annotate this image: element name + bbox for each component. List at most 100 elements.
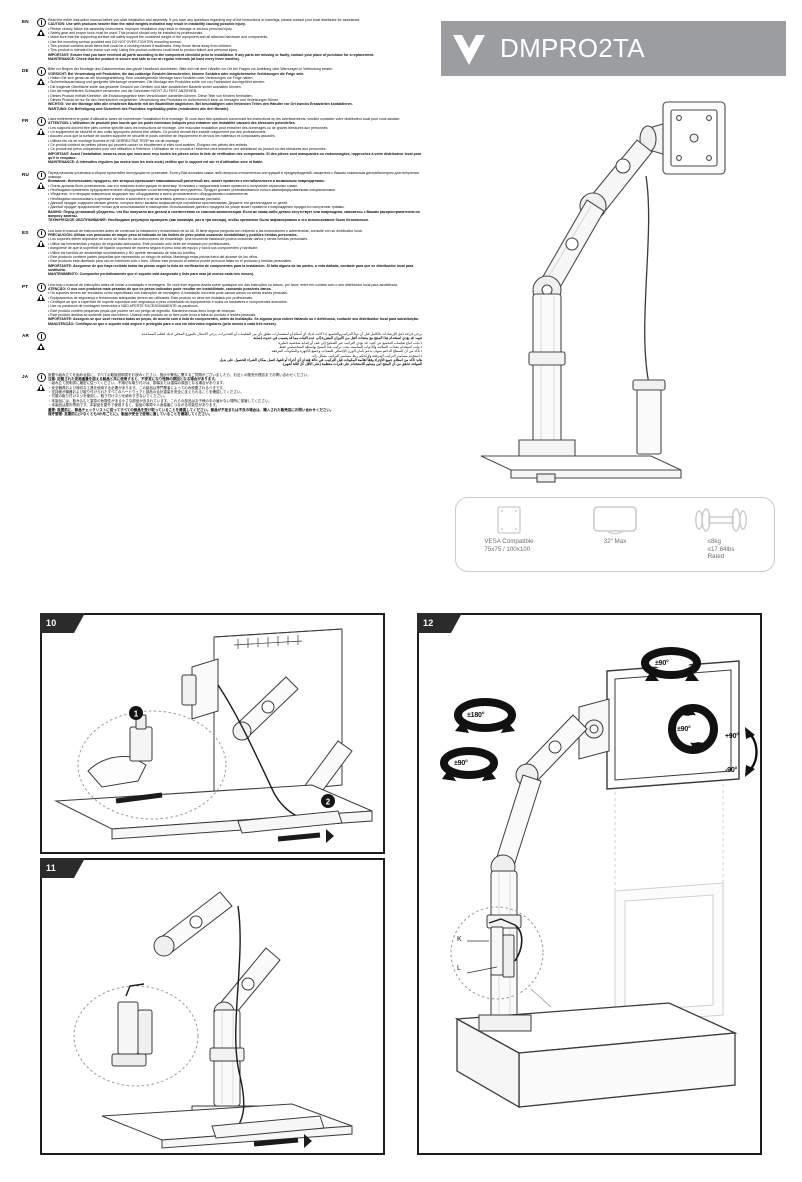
- warning-icons-pt: [37, 282, 48, 303]
- info-icon: [37, 67, 46, 77]
- line: Leia todo o manual de instruções antes d…: [48, 282, 398, 287]
- line: • Asegúrese de que la superficie de fija…: [48, 246, 259, 251]
- line: Перед началом установки и сборки прочита…: [48, 170, 419, 179]
- spec-weight: ≤8kg ≤17.64lbs Rated: [668, 498, 774, 571]
- line: • This product is intended for indoor us…: [48, 48, 238, 53]
- line: 注意: 記載された定格重量を超える製品と共に使用すると、不安定になり怪我の原因と…: [48, 377, 218, 382]
- line: • يجب اتباع تعليمات التجميع عن كثب. قد ي…: [277, 340, 422, 345]
- language-block-en: EN Read the entire instruction manual be…: [22, 18, 422, 61]
- language-code-de: DE: [22, 68, 29, 74]
- line: • Die tragende Oberfläche sollte das ges…: [48, 84, 242, 89]
- dumbbell-weight-icon: [693, 505, 749, 535]
- language-text-ru: Перед началом установки и сборки прочита…: [48, 171, 422, 223]
- line: • استخدم مسامير التركيب المرفقة ولا تُحك…: [311, 353, 422, 358]
- line: • Utilice los tornillos de ensamblaje su…: [48, 250, 197, 255]
- warning-icons-de: [37, 67, 48, 87]
- line: • Dieses Produkt ist nur für den Innenbe…: [48, 97, 280, 102]
- line: Lisez entièrement le guide d'utilisateur…: [48, 116, 401, 121]
- line: • Este produto destina-se somente para u…: [48, 312, 257, 317]
- line: MANTENIMIENTO: Compruebe periódicamente …: [48, 272, 255, 277]
- line: • Необходимо применять предохранительное…: [48, 188, 336, 193]
- line: • Les supports doivent être pliés comme …: [48, 125, 329, 130]
- warning-icons-en: [37, 18, 48, 38]
- language-block-de: DE Bitte vor Beginn der Montage und Zusa…: [22, 67, 422, 111]
- line: • Os suportes devem ser enrolados como e…: [48, 291, 289, 296]
- language-text-pt: Leia todo o manual de instruções antes d…: [48, 283, 422, 326]
- svg-text:1: 1: [134, 710, 139, 719]
- line: • Este producto está diseñado para uso e…: [48, 259, 292, 264]
- screen-rotate-arrow: [668, 704, 718, 754]
- callout-2: 2: [321, 794, 335, 808]
- monitor-icon: [592, 505, 638, 535]
- info-icon: [37, 228, 46, 238]
- language-block-ar: AR يرجى قراءة دليل الإرشادات بالكامل قبل…: [22, 332, 422, 367]
- line: • Данный продукт предназначен только для…: [48, 205, 345, 210]
- language-block-ru: RU Перед началом установки и сборки проч…: [22, 170, 422, 223]
- part-label-l: L: [457, 965, 461, 972]
- line: • This product contains small items that…: [48, 44, 232, 49]
- callout-1: 1: [129, 706, 143, 720]
- line: • Halten Sie sich genau an die Montagean…: [48, 76, 254, 81]
- line: • Очень должны быть установлены, как это…: [48, 183, 298, 188]
- warning-triangle-icon: [37, 78, 45, 86]
- line: ・本製品は屋内専用です。本製品を屋外で使用すると、製品の故障や人身傷害につながる…: [48, 403, 220, 408]
- warning-triangle-icon: [37, 127, 45, 135]
- tilt-up-angle-label: +90°: [725, 733, 739, 740]
- warning-icons-ar: [37, 332, 48, 352]
- step-10-illustration: 1 2: [42, 615, 383, 852]
- line: • Este produto contém pequenas peças que…: [48, 308, 236, 313]
- swivel-arrow: [454, 698, 516, 733]
- line: • Utilice las herramientas y equipo de s…: [48, 241, 231, 246]
- warning-triangle-icon: [37, 293, 45, 301]
- warning-triangle-icon: [37, 343, 45, 350]
- line: • Un équipement de sécurité et des outil…: [48, 129, 267, 134]
- product-model-title: DMPRO2TA: [500, 33, 645, 63]
- tilt-bracket-arrow: [745, 727, 758, 777]
- info-icon: [37, 332, 46, 341]
- arm-rotate-arrow: [440, 747, 498, 781]
- line: WICHTIG: Vor der Montage bitte alle erha…: [48, 102, 353, 107]
- vesa-plate-icon: [494, 505, 524, 535]
- line: Внимание: Использовать продукты, вес кот…: [48, 179, 325, 184]
- line: • تأكد من أن السطح الداعم سوف يدعم بأمان…: [270, 349, 422, 354]
- line: MAINTENANCE: À intervalles réguliers (au…: [48, 160, 264, 165]
- line: • Make sure that the supporting surface …: [48, 35, 269, 40]
- line: • Assurez-vous que la surface de soutien…: [48, 134, 276, 139]
- warning-icons-ja: [37, 372, 48, 393]
- info-icon: [37, 170, 46, 180]
- step-panel-12: 12: [417, 613, 762, 1155]
- language-code-fr: FR: [22, 117, 29, 123]
- chevron-v-logo-icon: [447, 27, 491, 71]
- line: MAINTENANCE: Check that the product is s…: [48, 57, 240, 62]
- step-number-badge-10: 10: [40, 613, 85, 633]
- info-icon: [37, 18, 46, 27]
- language-block-ja: JA 設置や組み立てを始める前に、すべての取扱説明書をお読みください。指示や警告…: [22, 372, 422, 416]
- line: تنبيه: قد يؤدي استخدام هذا المنتج مع منت…: [252, 336, 422, 341]
- line: • Use the mounting screws provided and D…: [48, 39, 182, 44]
- line: ・支持面が機器および取り付けられたすべてのハードウェアと部品の合計重量を安全に支…: [48, 390, 244, 395]
- line: يرجى قراءة دليل الإرشادات بالكامل قبل أن…: [140, 332, 422, 336]
- line: • Убедитесь, что несущая поверхность выд…: [48, 192, 249, 197]
- line: • Необходимо использовать в крепеже и ви…: [48, 196, 221, 201]
- language-code-ru: RU: [22, 171, 30, 177]
- specifications-box: VESA Compatible 75x75 / 100x100 32" Max: [455, 497, 775, 572]
- line: Lea todo el manual de instrucciones ante…: [48, 228, 363, 233]
- language-text-es: Lea todo el manual de instrucciones ante…: [48, 229, 422, 277]
- info-icon: [37, 372, 46, 382]
- language-code-es: ES: [22, 229, 29, 235]
- line: Bitte vor Beginn der Montage und Zusamme…: [48, 67, 334, 72]
- line: • Certifique-se que a superfície de supo…: [48, 299, 288, 304]
- line: ТЕХНИЧЕСКОЕ ОБСЛУЖИВАНИЕ: Необходимо рег…: [48, 218, 369, 223]
- language-block-fr: FR Lisez entièrement le guide d'utilisat…: [22, 116, 422, 165]
- step-number-badge-12: 12: [417, 613, 462, 633]
- line: • يجب استخدام معدات السلامة والأدوات الم…: [278, 345, 422, 350]
- line: MANUTENÇÃO: Certifique-se que o suporte …: [48, 321, 277, 326]
- line: • Please closely follow the assembly ins…: [48, 26, 233, 31]
- language-block-pt: PT Leia todo o manual de instruções ante…: [22, 282, 422, 326]
- line: • Utilisez les vis de montage fournies e…: [48, 138, 181, 143]
- language-code-pt: PT: [22, 283, 29, 289]
- line: • Dieses Produkt enthält Kleinteile, die…: [48, 93, 253, 98]
- warning-icons-fr: [37, 116, 48, 137]
- step-11-illustration: [42, 860, 383, 1153]
